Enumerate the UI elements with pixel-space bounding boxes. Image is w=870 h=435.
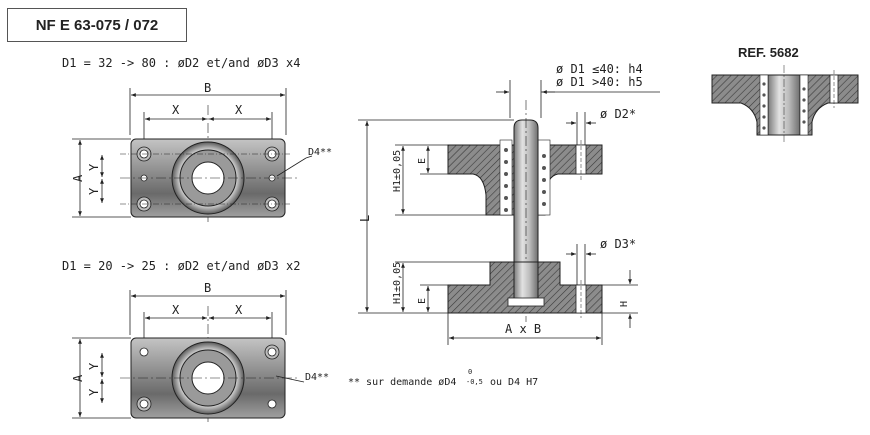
dimension-y-top-label-2: Y <box>87 362 101 370</box>
dimension-h1-bottom-label: H1±0,05 <box>392 262 403 304</box>
top-view-4-holes: D1 = 32 -> 80 : øD2 et/and øD3 x4 B X X <box>62 56 332 222</box>
dimension-x-right-label: X <box>235 103 243 117</box>
dimension-a-label: A <box>71 174 85 182</box>
dimension-d2-label: ø D2* <box>600 107 636 121</box>
dimension-e-bottom-label: E <box>417 298 428 304</box>
dimension-l-label: L <box>358 215 372 222</box>
callout-d4: D4** <box>308 147 332 158</box>
dimension-x-left-label: X <box>172 103 180 117</box>
dimension-y-bottom-label-2: Y <box>87 388 101 396</box>
dimension-h-label: H <box>619 301 630 307</box>
dimension-axb-label: A x B <box>505 322 541 336</box>
dimension-b-label-2: B <box>204 281 211 295</box>
tolerance-d1-large: ø D1 >40: h5 <box>556 75 643 89</box>
dimension-x-left-label-2: X <box>172 303 180 317</box>
caption-two-holes: D1 = 20 -> 25 : øD2 et/and øD3 x2 <box>62 259 300 273</box>
footnote: ** sur demande øD4 0 -0,5 ou D4 H7 <box>348 368 538 388</box>
dimension-x-right-label-2: X <box>235 303 243 317</box>
ref-label: REF. 5682 <box>738 45 799 60</box>
norm-title: NF E 63-075 / 072 <box>35 16 159 34</box>
dimension-e-top-label: E <box>417 158 428 164</box>
dimension-y-top-label: Y <box>87 163 101 171</box>
dimension-a-label-2: A <box>71 374 85 382</box>
section-view: ø D1 ≤40: h4 ø D1 >40: h5 ø D2* <box>358 62 660 345</box>
footnote-suffix: ou D4 H7 <box>490 377 538 388</box>
dimension-d3-label: ø D3* <box>600 237 636 251</box>
tolerance-d1-small: ø D1 ≤40: h4 <box>556 62 643 76</box>
footnote-tol-upper: 0 <box>468 368 472 376</box>
dimension-h1-top-label: H1±0,05 <box>392 150 403 192</box>
caption-four-holes: D1 = 32 -> 80 : øD2 et/and øD3 x4 <box>62 56 300 70</box>
top-view-2-holes: D1 = 20 -> 25 : øD2 et/and øD3 x2 B X X … <box>62 259 329 422</box>
dimension-b-label: B <box>204 81 211 95</box>
dimension-y-bottom-label: Y <box>87 187 101 195</box>
footnote-prefix: ** sur demande øD4 <box>348 377 456 388</box>
ref-5682-view: REF. 5682 <box>711 45 859 142</box>
footnote-tol-lower: -0,5 <box>466 378 483 386</box>
callout-d4-2: D4** <box>305 372 329 383</box>
norm-title-box: NF E 63-075 / 072 <box>7 8 187 42</box>
